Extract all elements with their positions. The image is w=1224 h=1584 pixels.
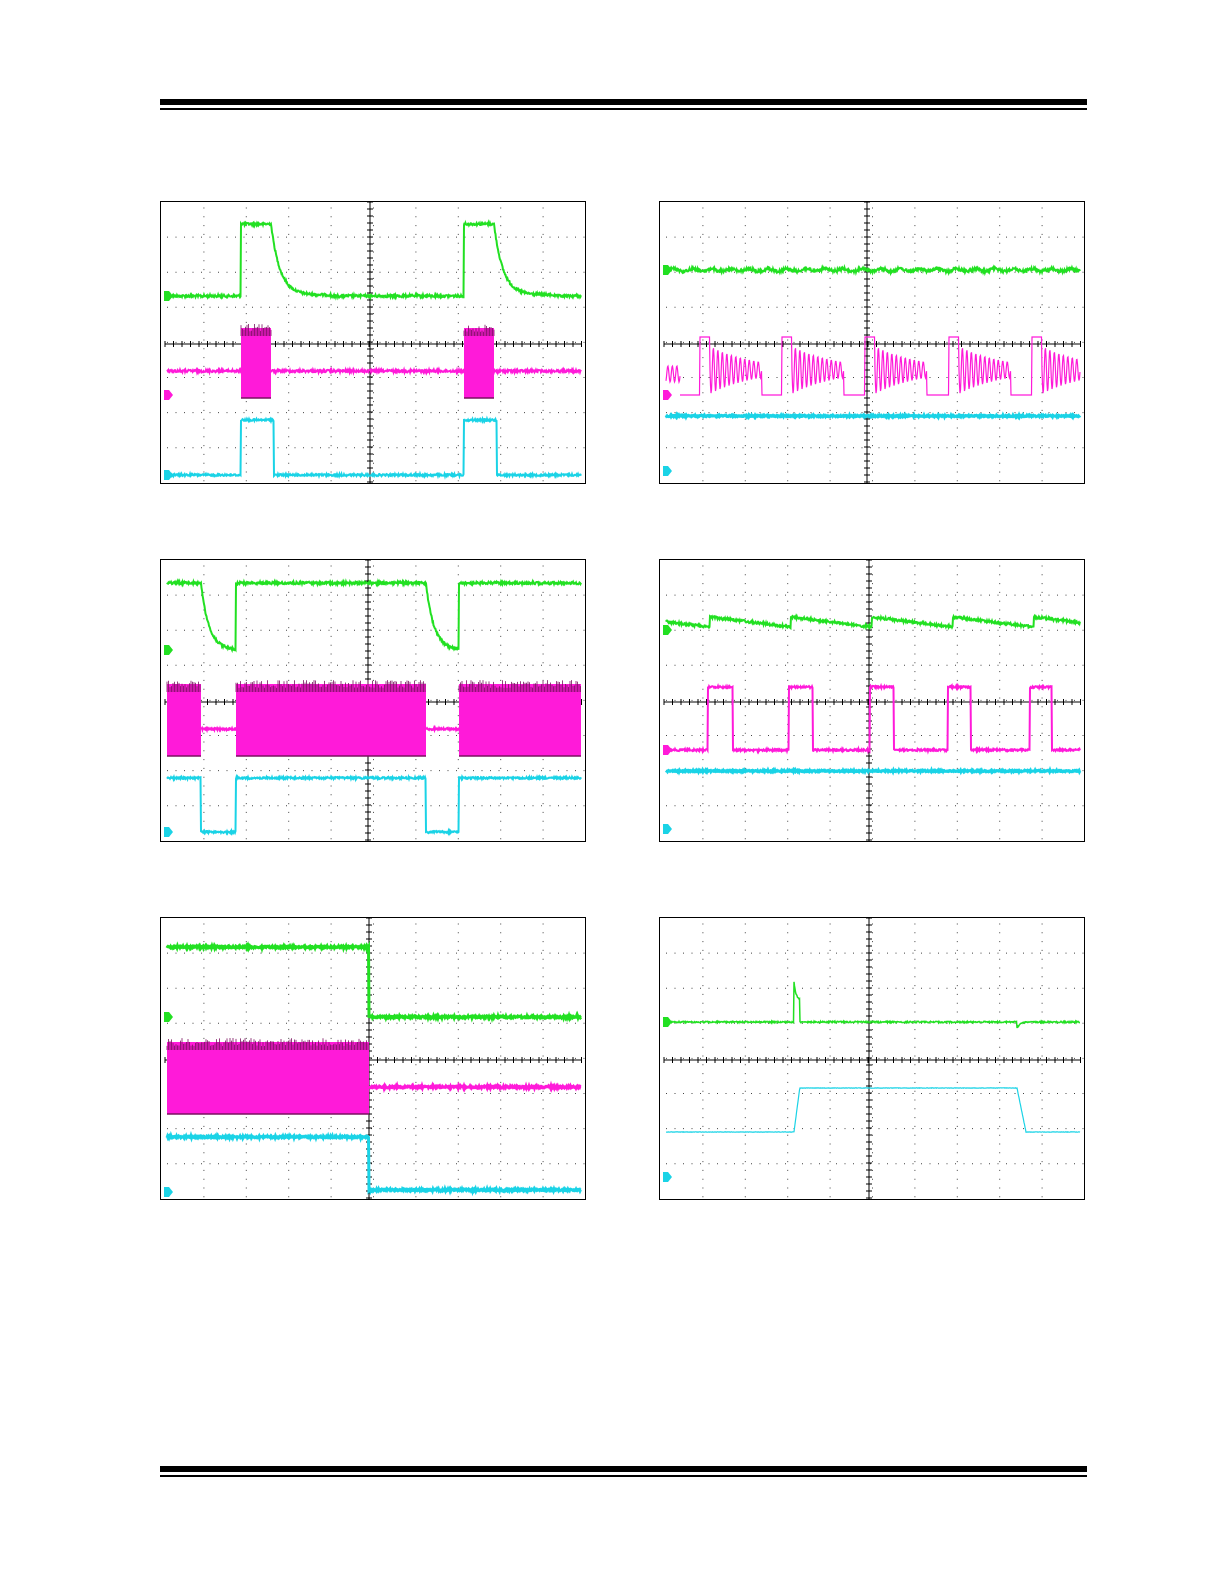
ch1-trace (166, 219, 582, 301)
ch2-trace (166, 366, 582, 377)
ch1-marker (164, 291, 173, 301)
ch3-trace (664, 410, 1082, 421)
ch1-trace (665, 263, 1081, 277)
ch2-burst-2 (235, 680, 426, 757)
ch1-trace (665, 613, 1081, 631)
scope-canvas (663, 202, 1084, 483)
ch2-burst-1 (240, 324, 272, 399)
ch2-trace (680, 336, 1081, 396)
burst-peaks (235, 680, 426, 692)
burst-fill (464, 328, 494, 398)
burst-fill (236, 684, 426, 756)
ch3-trace (165, 1130, 582, 1197)
ch3-trace (664, 765, 1082, 776)
ch1-marker (663, 265, 672, 275)
scope-canvas (663, 560, 1084, 841)
scope-plot-middle-left (160, 559, 586, 842)
ch1-trace (166, 577, 582, 654)
ch3-marker (164, 827, 173, 837)
grid-dots (167, 207, 585, 482)
scope-canvas (164, 202, 585, 483)
ch2-gap-2 (425, 724, 460, 734)
grid-dots (167, 565, 585, 840)
header-rule-thin (160, 108, 1087, 110)
scope-canvas (164, 560, 585, 841)
scope-plot-bottom-left (160, 917, 586, 1200)
ch2-burst-1 (166, 1038, 369, 1115)
footer-rule-thick (160, 1466, 1087, 1472)
header-rule-thick (160, 99, 1087, 105)
ch2-marker (663, 745, 672, 755)
ch1-trace (665, 981, 1080, 1029)
ch3-marker (164, 1187, 173, 1197)
footer-rule-thin (160, 1475, 1087, 1477)
ch1-marker (164, 645, 173, 655)
axis-ticks (663, 202, 1081, 483)
ch2-burst-1 (166, 680, 201, 757)
scope-plot-top-left (160, 201, 586, 484)
ch3-trace (166, 415, 582, 480)
ch2-marker (663, 390, 672, 400)
ch2-trace-off (367, 1080, 582, 1094)
burst-fill (459, 684, 581, 756)
axis-ticks (663, 918, 1081, 1199)
ch1-marker (164, 1012, 173, 1022)
graticule (663, 918, 1084, 1199)
ch2-burst-3 (458, 680, 581, 757)
burst-peaks (166, 680, 201, 692)
graticule (663, 202, 1084, 483)
ch3-marker (663, 1172, 672, 1182)
scope-canvas (663, 918, 1084, 1199)
burst-fill (167, 1042, 369, 1114)
burst-fill (167, 684, 201, 756)
ch2-gap-1 (200, 725, 237, 734)
ch3-marker (663, 466, 672, 476)
ch2-burst-2 (463, 324, 495, 399)
ch1-trace (165, 940, 583, 1024)
grid-dots (666, 923, 1084, 1198)
graticule (164, 202, 585, 483)
scope-plot-top-right (659, 201, 1085, 484)
burst-peaks (166, 1038, 369, 1050)
ch2-marker (164, 390, 173, 400)
ch3-marker (663, 824, 672, 834)
ch1-marker (663, 625, 672, 635)
burst-fill (241, 328, 271, 398)
graticule (663, 560, 1084, 841)
ch3-marker (164, 470, 173, 480)
scope-plot-bottom-right (659, 917, 1085, 1200)
ch2-trace (665, 682, 1081, 755)
ch1-marker (663, 1017, 672, 1027)
burst-peaks (240, 324, 272, 336)
ch3-trace (666, 1087, 1081, 1133)
ch3-trace (166, 773, 582, 837)
scope-plot-middle-right (659, 559, 1085, 842)
burst-peaks (463, 324, 495, 336)
burst-peaks (458, 680, 581, 692)
ch2-trace-pre (665, 364, 681, 385)
scope-canvas (164, 918, 585, 1199)
